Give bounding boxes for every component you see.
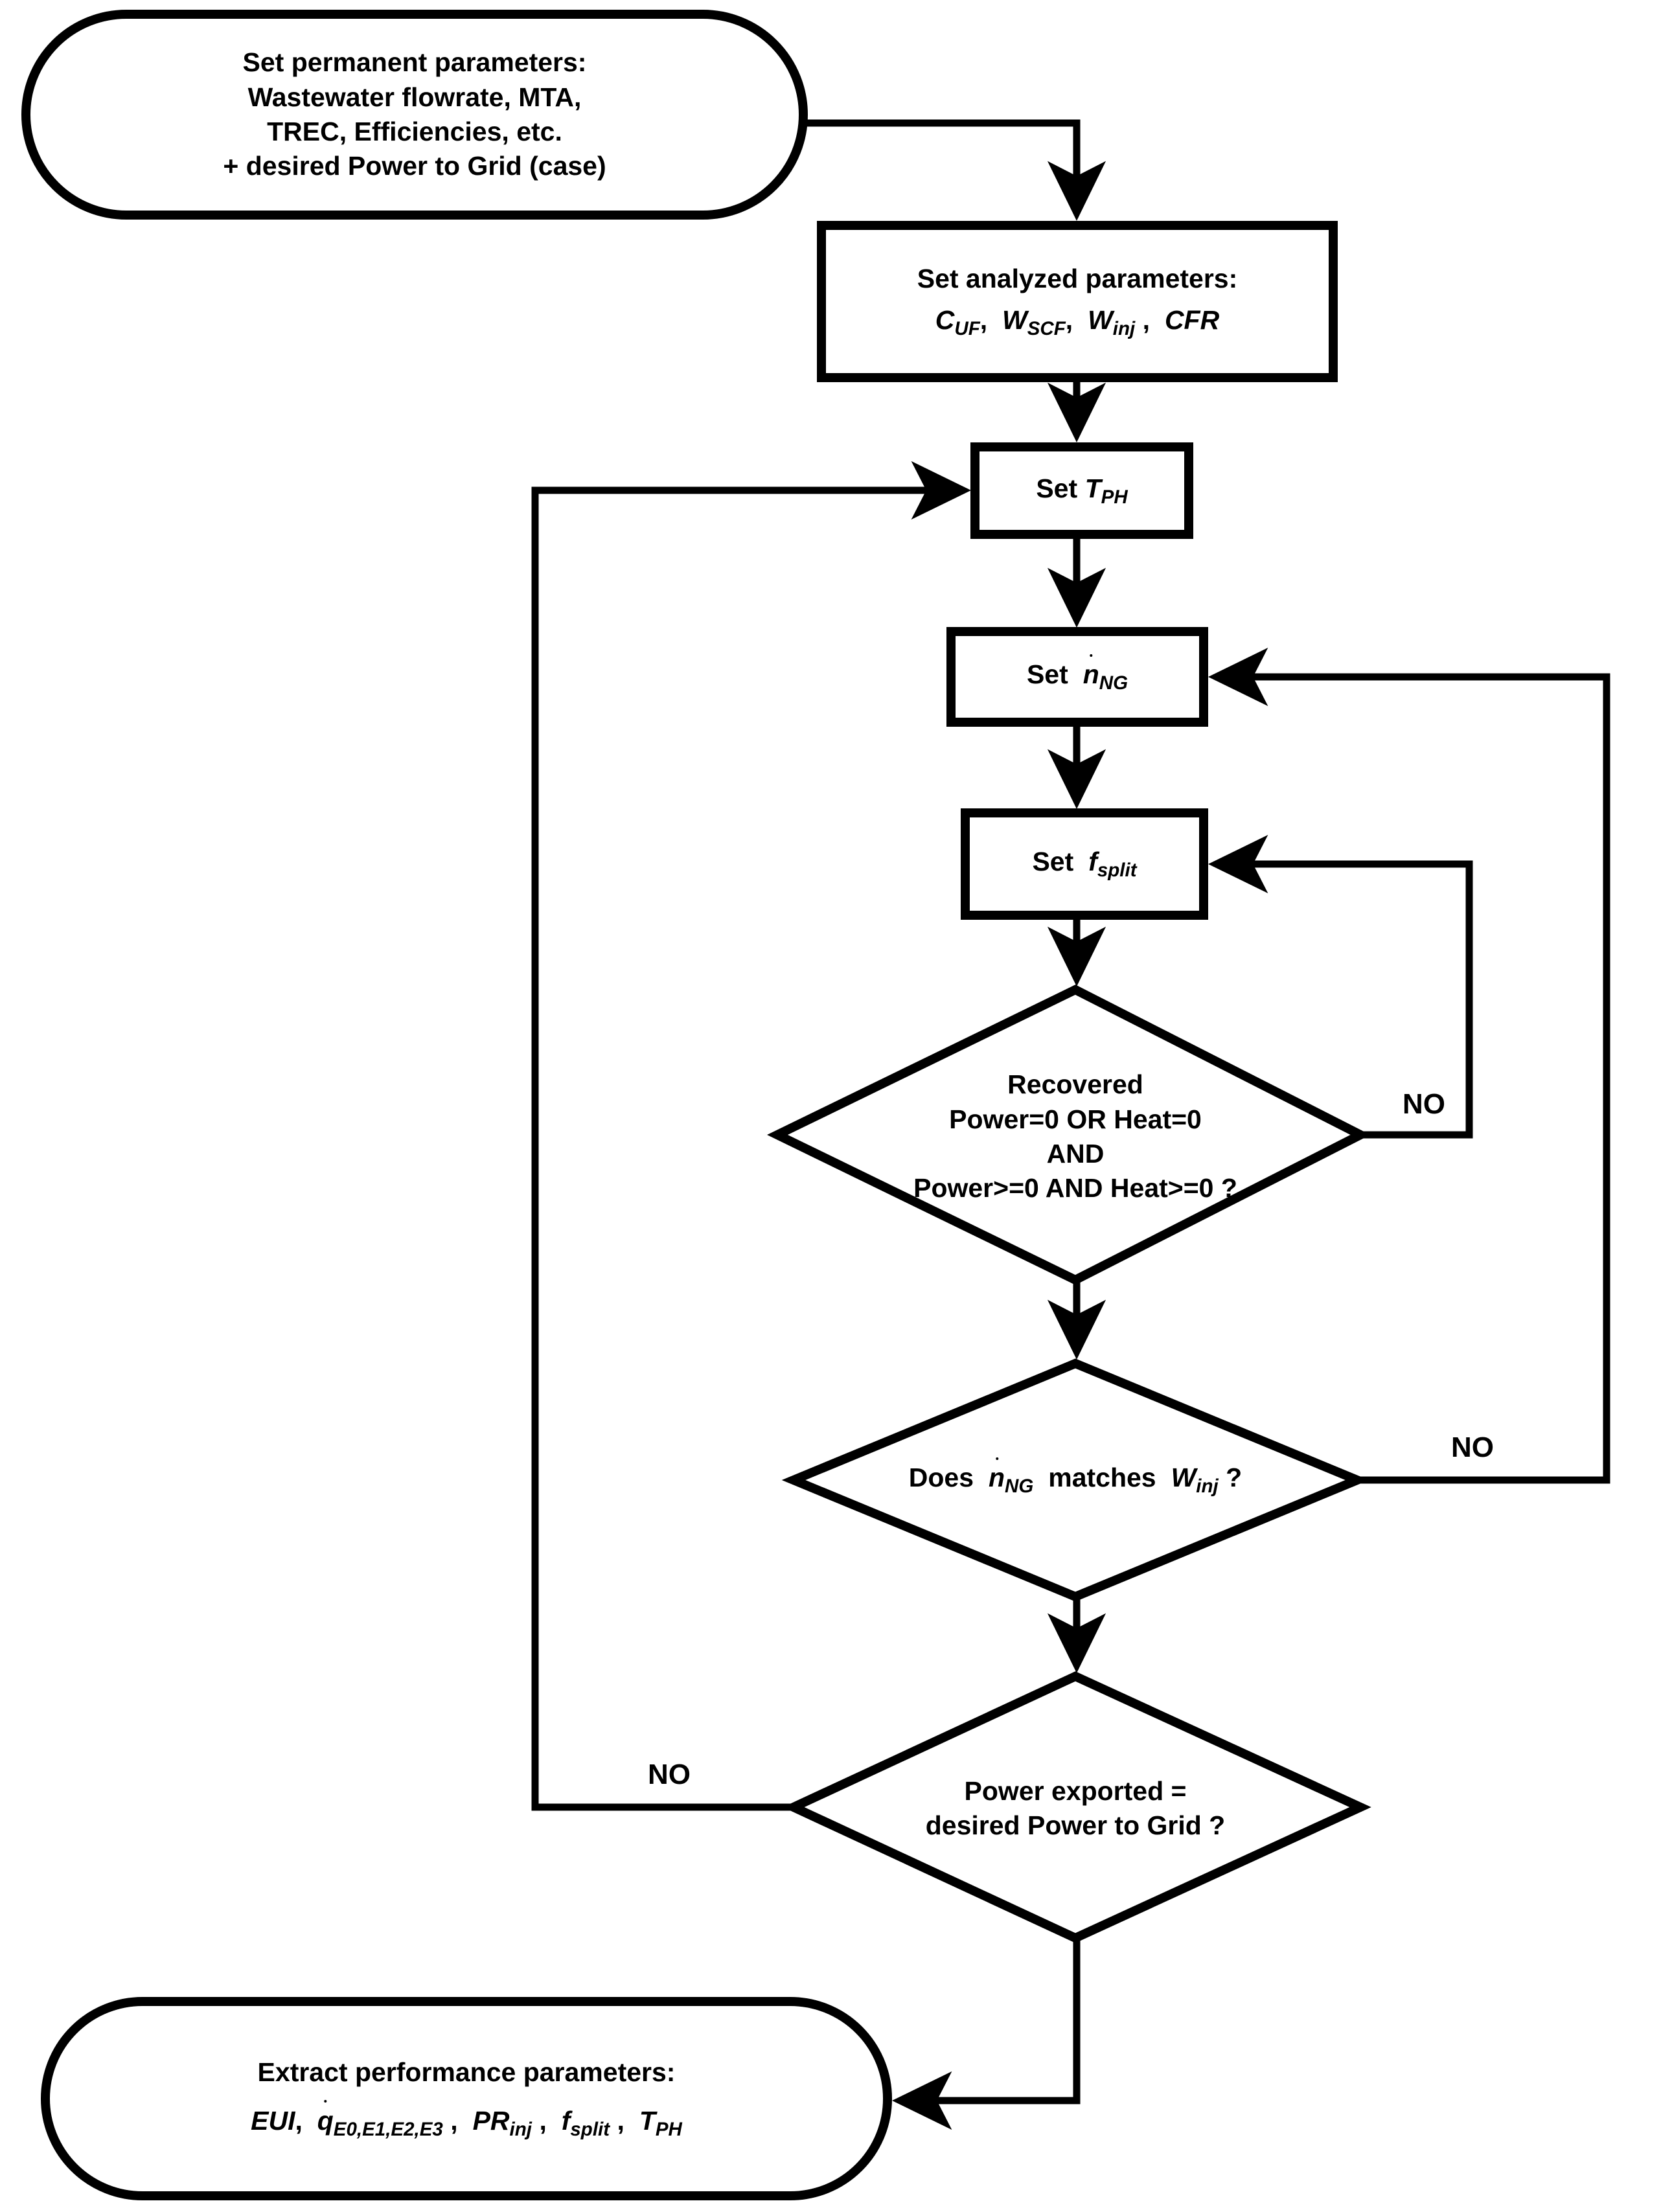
start-node-shape <box>21 10 808 220</box>
decision-recovered-shape <box>767 985 1371 1285</box>
edge-decision-power-to-end <box>892 1938 1081 2130</box>
edge-decision-power-no-to-tph <box>531 461 971 1811</box>
set-nng-shape <box>946 627 1208 727</box>
set-fsplit-shape <box>961 808 1208 920</box>
decision-power-shape <box>783 1671 1371 1943</box>
end-node-shape <box>41 1997 892 2200</box>
set-tph-shape <box>970 442 1193 539</box>
edge-start-to-analyzed <box>803 119 1106 221</box>
decision-match-shape <box>781 1358 1369 1602</box>
edge-decision-recovered-no-to-fsplit <box>1208 834 1473 1139</box>
set-analyzed-parameters-shape <box>817 221 1338 382</box>
edge-decision-match-no-to-nng <box>1208 647 1610 1484</box>
